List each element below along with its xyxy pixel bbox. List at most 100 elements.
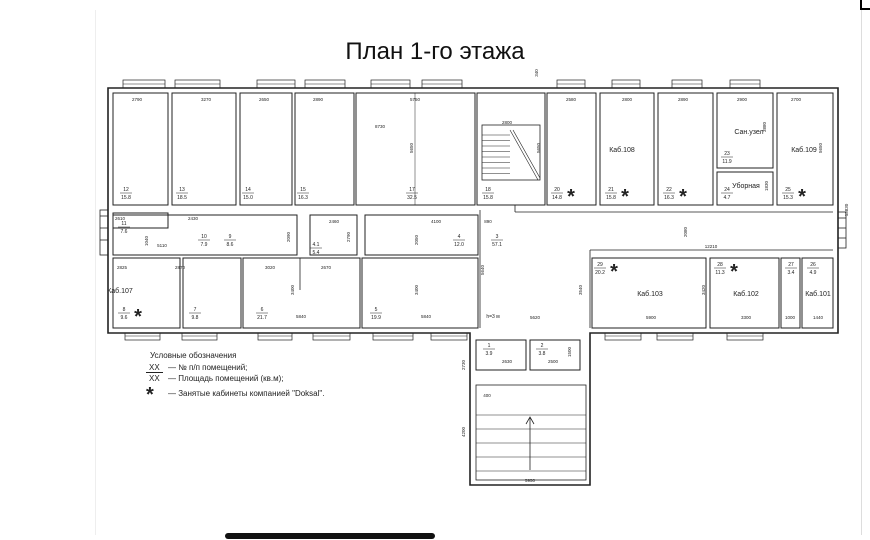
room-number: 20 [554, 187, 560, 193]
room-outline [591, 257, 707, 329]
room-number: 21 [608, 187, 614, 193]
room-number: 28 [717, 262, 723, 268]
room-name: Сан.узел [734, 129, 763, 136]
room-outline [475, 339, 527, 371]
window [604, 332, 642, 341]
dimension-label: 5840 [421, 314, 432, 319]
dimension-label: 2050 [414, 234, 419, 245]
dimension-label: 2800 [502, 120, 513, 125]
occupied-star-icon: * [134, 306, 142, 328]
dimension-label: 3420 [701, 284, 706, 295]
room-outline [529, 339, 581, 371]
dimension-label: 2825 [117, 265, 128, 270]
room-outline [801, 257, 834, 329]
dimension-label: 2090 [286, 231, 291, 242]
room-outline [361, 257, 479, 329]
dimension-label: 5750 [410, 97, 421, 102]
room-number: 14 [245, 187, 251, 193]
room-area: 16.3 [664, 195, 674, 201]
stair-rail [509, 129, 539, 181]
room-outline [112, 257, 181, 329]
dimension-label: 2730 [461, 359, 466, 370]
dimension-label: 2630 [502, 359, 513, 364]
dimension-label: 3270 [201, 97, 212, 102]
room-name: Каб.103 [637, 290, 663, 298]
room-area: 4.9 [810, 270, 817, 276]
dimension-label: 12210 [705, 244, 718, 249]
dimension-label: 1000 [785, 315, 796, 320]
room-number: 27 [788, 262, 794, 268]
dimension-label: 3300 [741, 315, 752, 320]
room-number: 7 [194, 307, 197, 313]
dimension-label: 2890 [313, 97, 324, 102]
room-outline [364, 214, 479, 256]
room-name: Каб.102 [733, 290, 759, 298]
room-area: 15.0 [243, 195, 253, 201]
room-area: 11.3 [715, 270, 725, 276]
entrance-stair [475, 384, 587, 481]
room-name: Каб.107 [107, 287, 133, 295]
room-name: Каб.108 [609, 146, 635, 154]
sheet-corner-mark [860, 0, 870, 10]
dimension-label: 5900 [646, 315, 657, 320]
room-number: 1 [488, 343, 491, 349]
dimension-label: 5650 [818, 142, 823, 153]
window [257, 332, 293, 341]
dimension-label: 5840 [296, 314, 307, 319]
dimension-label: 2610 [115, 216, 126, 221]
room-number: 24 [724, 187, 730, 193]
window [312, 332, 351, 341]
room-outline [112, 92, 169, 206]
room-outline [716, 171, 774, 206]
dimension-label: 8730 [375, 124, 386, 129]
room-outline [716, 92, 774, 169]
room-number: 9 [229, 234, 232, 240]
room-number: 11 [121, 221, 126, 227]
room-area: 15.3 [783, 195, 793, 201]
window [726, 332, 764, 341]
room-area: 11.9 [722, 159, 732, 165]
legend-number-symbol: XX [146, 363, 163, 373]
dimension-label: 3400 [414, 284, 419, 295]
room-number: 4.1 [313, 242, 320, 248]
staircase [481, 124, 541, 181]
room-area: 15.8 [483, 195, 493, 201]
outer-wall [107, 87, 839, 486]
room-number: 2 [541, 343, 544, 349]
dimension-label: 3020 [265, 265, 276, 270]
room-number: 4 [458, 234, 461, 240]
dimension-label: 5650 [409, 142, 414, 153]
room-outline [239, 92, 293, 206]
dimension-label: 2870 [175, 265, 186, 270]
dimension-label: 2670 [321, 265, 332, 270]
occupied-star-icon: * [730, 261, 738, 283]
window [372, 332, 414, 341]
dimension-label: 5640 [480, 264, 485, 275]
occupied-star-icon: * [567, 186, 575, 208]
room-number: 10 [201, 234, 207, 240]
dimension-label: 5650 [536, 142, 541, 153]
dimension-label: 13830 [844, 203, 849, 216]
room-area: 21.7 [257, 315, 267, 321]
dimension-label: 2430 [188, 216, 199, 221]
window [181, 332, 218, 341]
dimension-label: 5950 [525, 478, 536, 483]
occupied-star-icon: * [679, 186, 687, 208]
dimension-label: 4200 [461, 426, 466, 437]
room-area: 9.6 [121, 315, 128, 321]
occupied-star-icon: * [610, 261, 618, 283]
room-area: 32.5 [407, 195, 417, 201]
legend-number-text: — № п/п помещений; [168, 363, 248, 372]
room-outline [171, 92, 237, 206]
room-area: 15.8 [606, 195, 616, 201]
room-outline [182, 257, 242, 329]
room-outline [546, 92, 597, 206]
room-area: 8.6 [227, 242, 234, 248]
dimension-label: 2800 [622, 97, 633, 102]
room-area: 7.6 [121, 229, 128, 235]
dimension-label: 3400 [290, 284, 295, 295]
dimension-label: 2080 [683, 226, 688, 237]
room-number: 8 [123, 307, 126, 313]
dimension-label: 2500 [548, 359, 559, 364]
dimension-label: 3540 [578, 284, 583, 295]
